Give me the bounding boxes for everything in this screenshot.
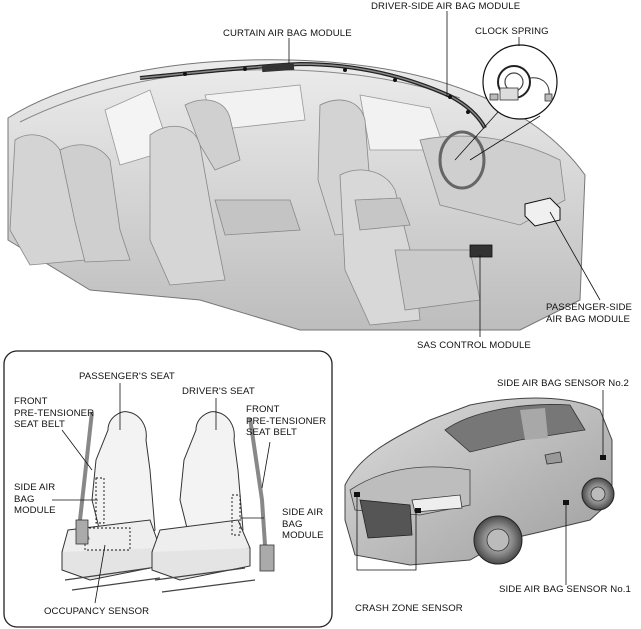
curtain-airbag-module-label: CURTAIN AIR BAG MODULE: [223, 28, 352, 39]
driver-side-airbag-module-label: DRIVER-SIDE AIR BAG MODULE: [371, 1, 521, 12]
front-pretensioner-seat-belt-left-label: FRONT PRE-TENSIONER SEAT BELT: [14, 396, 95, 430]
side-airbag-module-right-label: SIDE AIR BAG MODULE: [282, 507, 324, 541]
side-airbag-sensor-no2-label: SIDE AIR BAG SENSOR No.2: [497, 378, 629, 389]
clock-spring-label: CLOCK SPRING: [475, 26, 549, 37]
interior-cutaway: [7, 59, 586, 331]
vehicle-exterior: [344, 390, 615, 585]
clock-spring-inset: [454, 44, 558, 161]
front-pretensioner-seat-belt-right-label: FRONT PRE-TENSIONER SEAT BELT: [246, 404, 327, 438]
crash-zone-sensor-label: CRASH ZONE SENSOR: [355, 603, 463, 614]
top-leader-lines: [288, 11, 601, 337]
drivers-seat-label: DRIVER'S SEAT: [182, 386, 255, 397]
passenger-side-airbag-module-label: PASSENGER-SIDE AIR BAG MODULE: [546, 302, 632, 325]
seats-panel: [3, 350, 333, 628]
occupancy-sensor-label: OCCUPANCY SENSOR: [44, 606, 150, 617]
side-airbag-sensor-no1-label: SIDE AIR BAG SENSOR No.1: [499, 584, 631, 595]
sas-control-module-label: SAS CONTROL MODULE: [417, 340, 531, 351]
passengers-seat-label: PASSENGER'S SEAT: [79, 371, 175, 382]
side-airbag-module-left-label: SIDE AIR BAG MODULE: [14, 482, 56, 516]
